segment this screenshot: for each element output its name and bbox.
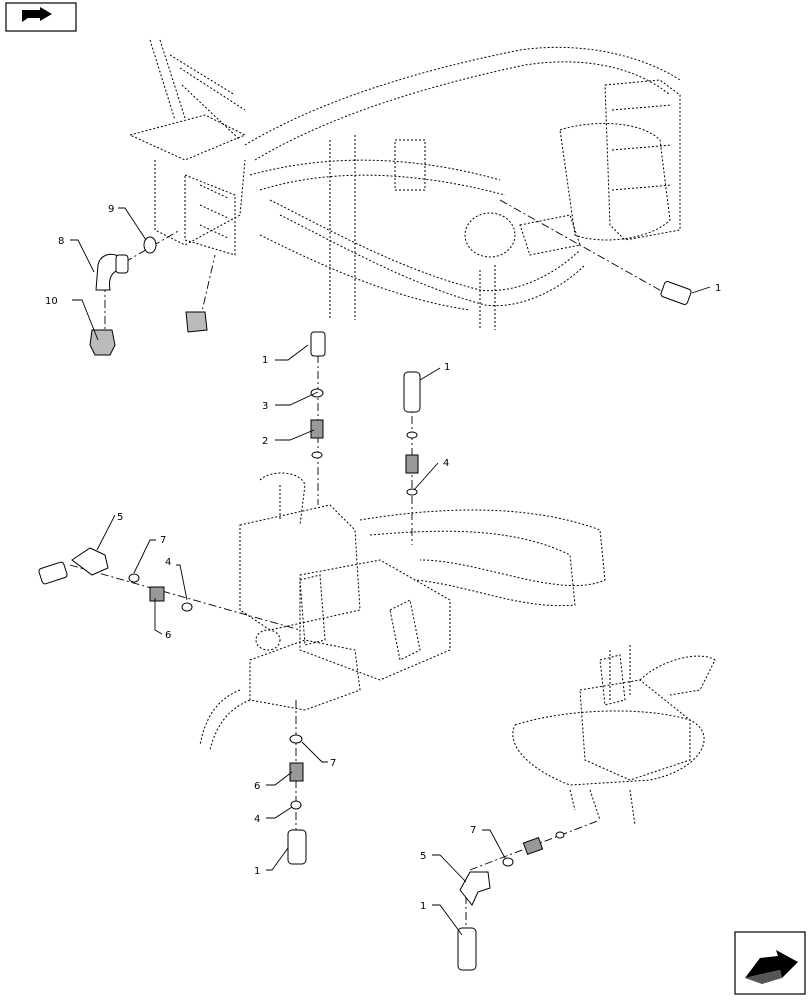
- callout-5-left: 5: [117, 512, 123, 523]
- callout-5-bottom: 5: [420, 851, 426, 862]
- elbow-fitting-5-bottom: [459, 871, 491, 906]
- elbow-fitting-5: [38, 547, 109, 585]
- seal-7: [128, 573, 140, 583]
- callout-1-upper-right: 1: [444, 362, 450, 373]
- seal-bottom-right: [555, 831, 565, 839]
- fittings: [38, 236, 692, 971]
- callout-1-lower-left: 1: [254, 866, 260, 877]
- seal-4-left: [181, 602, 193, 612]
- upper-assembly: [128, 39, 681, 330]
- callout-3: 3: [262, 401, 268, 412]
- seal-4-lower: [290, 800, 302, 810]
- callout-8: 8: [58, 236, 64, 247]
- callout-10: 10: [45, 296, 58, 307]
- adapter-bottom: [522, 836, 544, 856]
- callout-1-bottom-right: 1: [420, 901, 426, 912]
- fitting-1-upper-right: [403, 371, 421, 413]
- callout-7-lower: 7: [330, 758, 336, 769]
- top-nav-button[interactable]: [5, 2, 77, 32]
- callout-4-mid-right: 4: [443, 458, 449, 469]
- callout-6-left: 6: [165, 630, 171, 641]
- seal-2b: [311, 451, 323, 459]
- callout-7-left: 7: [160, 535, 166, 546]
- control-valve-assembly: [199, 472, 606, 751]
- callout-4-left: 4: [165, 557, 171, 568]
- bottom-nav-button[interactable]: [734, 931, 806, 995]
- seal-3: [310, 388, 324, 398]
- seal-4: [406, 488, 418, 496]
- adapter-6-lower: [289, 762, 304, 782]
- fitting-1-upper: [310, 331, 326, 357]
- seal-7-lower: [289, 734, 303, 744]
- callout-9: 9: [108, 204, 114, 215]
- adapter-2: [310, 419, 324, 439]
- callout-2: 2: [262, 436, 268, 447]
- plug-upper: [185, 311, 208, 333]
- back-arrow-icon: [22, 7, 52, 22]
- callout-1-right: 1: [715, 283, 721, 294]
- elbow-fitting-8: [95, 253, 129, 291]
- callout-1-upper: 1: [262, 355, 268, 366]
- next-arrow-icon: [745, 950, 798, 978]
- callout-6-lower: 6: [254, 781, 260, 792]
- callout-4-lower: 4: [254, 814, 260, 825]
- adapter-6: [149, 586, 165, 602]
- fitting-1-bottom: [457, 927, 477, 971]
- assembly-lines: [69, 199, 666, 930]
- nut-10: [89, 329, 116, 356]
- seal-ring-9: [143, 236, 157, 254]
- adapter-mid: [405, 454, 419, 474]
- seal-7-bottom: [502, 857, 514, 867]
- joystick-console: [512, 645, 716, 826]
- fitting-1-right: [660, 281, 692, 305]
- callout-7-bottom: 7: [470, 825, 476, 836]
- callout-labels: 1 1 3 2 1 4 8 9 10 5 7 4 6 7 6 4 1 7 5 1: [45, 204, 721, 912]
- fitting-1-lower: [287, 829, 307, 865]
- seal-mid: [406, 431, 418, 439]
- leader-lines: [70, 207, 711, 936]
